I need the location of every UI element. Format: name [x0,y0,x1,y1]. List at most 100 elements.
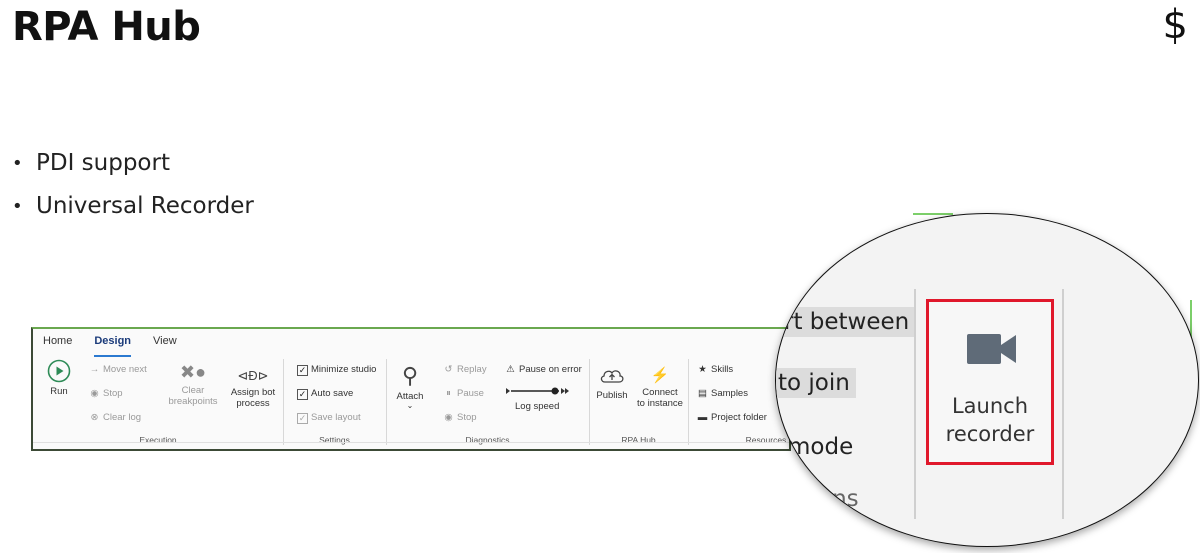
clear-log-label: Clear log [103,412,142,423]
clear-breakpoints-button[interactable]: ✖● Clear breakpoints [165,359,221,407]
group-divider [688,359,689,445]
pause-on-error-label: Pause on error [519,364,582,375]
slide-title: RPA Hub [12,4,201,50]
run-label: Run [50,386,68,397]
pause-icon: ⏸ [446,388,451,399]
move-next-button[interactable]: →Move next [89,364,147,375]
clear-breakpoints-label-2: breakpoints [168,396,218,407]
assign-bot-process-button[interactable]: ⊲Ð⊳ Assign bot process [227,365,279,409]
group-label-rpa-hub: RPA Hub [621,435,656,445]
breakpoint-clear-icon: ✖● [180,362,206,382]
auto-save-checkbox[interactable]: ✓Auto save [297,388,353,400]
minimize-studio-checkbox[interactable]: ✓Minimize studio [297,364,376,376]
checkbox-checked-icon: ✓ [297,365,308,376]
chevron-down-icon: ⌄ [406,401,414,410]
checkbox-checked-icon: ✓ [297,389,308,400]
bullet-text: Universal Recorder [36,193,254,219]
group-label-execution: Execution [139,435,177,445]
plug-connector-icon: ⊲Ð⊳ [237,368,269,383]
publish-label: Publish [596,390,628,401]
group-divider [283,359,284,445]
checkbox-checked-icon: ✓ [297,413,308,424]
bullet-list: • PDI support • Universal Recorder [12,142,254,228]
replay-icon: ↺ [444,364,453,375]
move-next-label: Move next [103,364,147,375]
replay-button[interactable]: ↺ Replay [443,364,487,375]
launch-recorder-label: Launch recorder [929,392,1051,448]
group-divider [386,359,387,445]
group-label-settings: Settings [319,435,350,445]
star-icon: ★ [698,364,707,375]
pause-label: Pause [457,388,484,399]
connect-to-instance-button[interactable]: ⚡ Connect to instance [635,365,685,409]
bullet-dot-icon: • [12,196,23,217]
bullet-item: • PDI support [12,142,254,185]
clear-circle-icon: ⊗ [90,412,99,423]
run-button[interactable]: Run [43,359,75,397]
bullet-item: • Universal Recorder [12,185,254,228]
ribbon-tabs: Home Design View [43,335,177,357]
replay-label: Replay [457,364,487,375]
plug-icon: ⚡ [650,367,670,384]
project-folder-label: Project folder [711,412,767,423]
arrow-right-icon: → [89,364,100,375]
group-divider [589,359,590,445]
folder-icon: ▬ [697,412,708,423]
clear-breakpoints-label-1: Clear [181,385,205,396]
clear-log-button[interactable]: ⊗ Clear log [89,412,142,423]
group-label-diagnostics: Diagnostics [465,435,510,445]
skills-button[interactable]: ★ Skills [697,364,733,375]
zoomed-text-join: to join [776,368,856,398]
corner-symbol: $ [1162,2,1188,48]
assign-bot-label-2: process [236,398,270,409]
launch-recorder-label-2: recorder [945,422,1035,446]
group-label-resources: Resources [745,435,787,445]
connect-label-2: to instance [637,398,683,409]
stop-button[interactable]: ◉ Stop [89,388,123,399]
tab-home[interactable]: Home [43,335,73,347]
play-icon [47,359,71,383]
publish-button[interactable]: Publish [595,365,629,401]
bullet-dot-icon: • [12,153,23,174]
save-layout-checkbox[interactable]: ✓Save layout [297,412,361,424]
diag-stop-button[interactable]: ◉ Stop [443,412,477,423]
stop-circle-icon: ◉ [90,388,99,399]
zoomed-divider [914,289,916,519]
pause-on-error-toggle[interactable]: ⚠ Pause on error [505,364,582,375]
connect-label-1: Connect [642,387,678,398]
pause-button[interactable]: ⏸ Pause [443,388,484,399]
bullet-text: PDI support [36,150,170,176]
green-accent [913,213,953,215]
paperclip-icon: ⚲ [401,363,419,388]
log-speed-label: Log speed [515,401,560,412]
diag-stop-label: Stop [457,412,477,423]
tab-design[interactable]: Design [94,335,132,357]
zoomed-text-between: rt between [778,307,916,337]
zoomed-divider [1062,289,1064,519]
stop-label: Stop [103,388,123,399]
samples-button[interactable]: ▤ Samples [697,388,748,399]
zoomed-text-ons: ons [818,486,859,512]
assign-bot-label-1: Assign bot [230,387,276,398]
log-speed-slider[interactable] [505,385,571,397]
project-folder-button[interactable]: ▬Project folder [697,412,767,423]
zoomed-text-mode: mode [788,434,854,460]
stop-circle-icon: ◉ [444,412,453,423]
cloud-upload-icon [600,370,624,383]
minimize-studio-label: Minimize studio [311,364,377,375]
attach-label: Attach [396,391,424,402]
save-layout-label: Save layout [311,412,361,423]
document-icon: ▤ [698,388,707,399]
skills-label: Skills [711,364,734,375]
tab-view[interactable]: View [153,335,177,347]
attach-button[interactable]: ⚲ Attach ⌄ [395,361,425,410]
slider-track-icon [506,387,569,395]
warning-icon: ⚠ [506,364,515,375]
zoom-magnifier: rt between to join mode ons Launch recor… [775,213,1199,547]
auto-save-label: Auto save [311,388,354,399]
launch-recorder-label-1: Launch [951,394,1029,418]
samples-label: Samples [711,388,748,399]
ribbon-toolbar: Home Design View Run →Move next ◉ Stop ⊗ C… [31,327,791,451]
launch-recorder-button[interactable]: Launch recorder [926,299,1054,465]
video-camera-icon [967,334,1016,364]
